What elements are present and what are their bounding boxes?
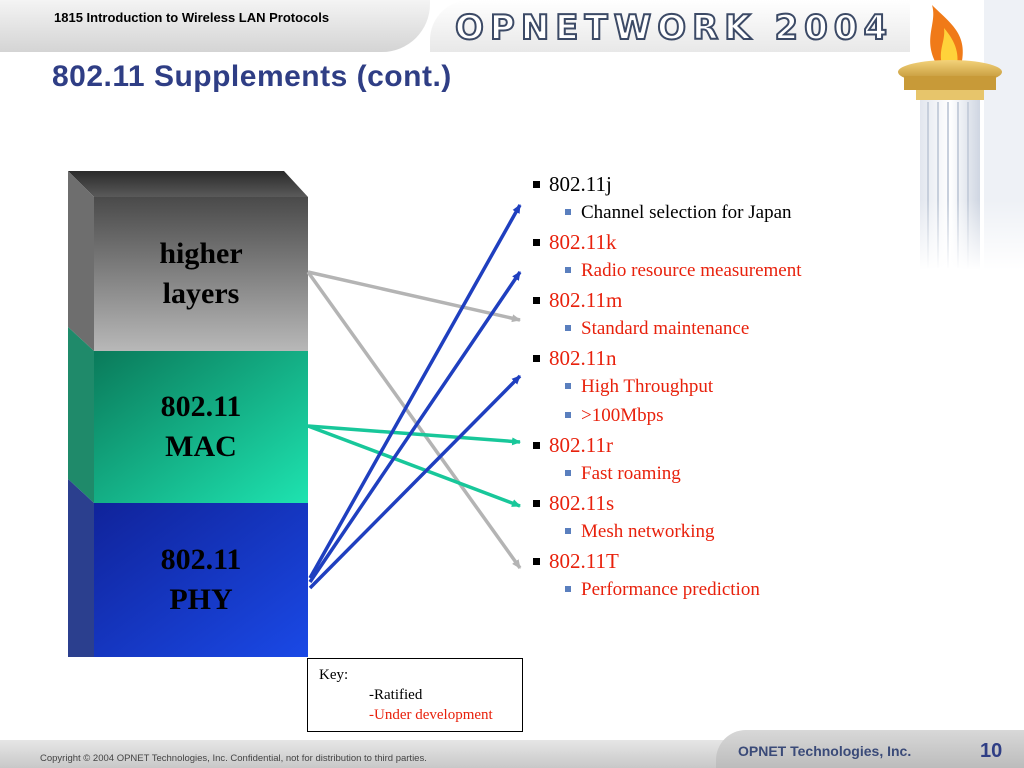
supplement-description-text: Fast roaming xyxy=(581,463,681,484)
supplement-label: 802.11m xyxy=(549,288,623,312)
supplement-description-text: High Throughput xyxy=(581,376,714,397)
copyright-notice: Copyright © 2004 OPNET Technologies, Inc… xyxy=(40,753,427,764)
mac-layer-line2: MAC xyxy=(165,430,237,463)
supplement-description-text: Standard maintenance xyxy=(581,318,750,339)
supplement-item: 802.11s xyxy=(533,491,614,516)
supplement-description-text: Radio resource measurement xyxy=(581,260,802,281)
bullet-square-icon xyxy=(533,180,540,188)
arrow-higher-to-11m xyxy=(307,270,521,323)
higher-layers-line2: layers xyxy=(162,277,240,310)
arrow-phy-to-11k xyxy=(308,271,522,583)
sub-bullet-square-icon xyxy=(565,382,571,389)
company-name: OPNET Technologies, Inc. xyxy=(738,743,912,759)
higher-layers-line1: higher xyxy=(159,237,243,270)
arrow-higher-to-11T xyxy=(306,270,522,570)
course-title: 1815 Introduction to Wireless LAN Protoc… xyxy=(54,10,330,25)
supplement-item: 802.11n xyxy=(533,346,616,371)
footer-tab xyxy=(716,730,1024,768)
phy-layer-line1: 802.11 xyxy=(160,543,242,576)
supplement-description-text: Performance prediction xyxy=(581,579,760,600)
supplement-label: 802.11r xyxy=(549,433,613,457)
sub-bullet-square-icon xyxy=(565,527,571,534)
torch-logo-icon xyxy=(898,0,1024,270)
supplement-description-text: Mesh networking xyxy=(581,521,715,542)
bullet-square-icon xyxy=(533,296,540,304)
supplement-description: Channel selection for Japan xyxy=(565,202,792,224)
supplement-description: High Throughput xyxy=(565,376,713,398)
page-number: 10 xyxy=(980,740,1003,762)
key-ratified: -Ratified xyxy=(369,687,423,703)
header-bar xyxy=(0,0,430,52)
bullet-square-icon xyxy=(533,238,540,246)
supplement-description: Performance prediction xyxy=(565,579,760,601)
supplement-label: 802.11s xyxy=(549,491,615,515)
supplement-label: 802.11k xyxy=(549,230,617,254)
brand-bar xyxy=(430,0,910,52)
supplement-label: 802.11j xyxy=(549,172,612,196)
phy-layer-line2: PHY xyxy=(169,583,233,616)
slide-title: 802.11 Supplements (cont.) xyxy=(52,60,452,93)
higher-layers-block: higher layers xyxy=(94,197,308,351)
supplement-description-text: >100Mbps xyxy=(581,405,664,426)
key-title: Key: xyxy=(319,667,349,683)
arrow-mac-to-11r xyxy=(307,424,521,446)
bullet-square-icon xyxy=(533,557,540,565)
supplement-description-text: Channel selection for Japan xyxy=(581,202,792,223)
supplement-description: Fast roaming xyxy=(565,463,681,485)
key-under-development: -Under development xyxy=(369,707,493,723)
brand-logo: OPNETWORK 2004 xyxy=(454,7,894,49)
arrow-mac-to-11s xyxy=(307,424,521,508)
sub-bullet-square-icon xyxy=(565,411,571,418)
supplement-description: Mesh networking xyxy=(565,521,715,543)
supplement-item: 802.11m xyxy=(533,288,622,313)
supplement-description: Radio resource measurement xyxy=(565,260,802,282)
supplement-label: 802.11n xyxy=(549,346,617,370)
supplement-description: Standard maintenance xyxy=(565,318,749,340)
stack-3d-shape xyxy=(68,171,308,657)
supplement-item: 802.11j xyxy=(533,172,612,197)
bullet-square-icon xyxy=(533,441,540,449)
supplement-item: 802.11r xyxy=(533,433,613,458)
sub-bullet-square-icon xyxy=(565,266,571,273)
sub-bullet-square-icon xyxy=(565,585,571,592)
arrow-phy-to-11j xyxy=(308,204,522,579)
supplement-description: >100Mbps xyxy=(565,405,664,427)
supplement-item: 802.11k xyxy=(533,230,616,255)
supplement-item: 802.11T xyxy=(533,549,619,574)
sub-bullet-square-icon xyxy=(565,469,571,476)
sub-bullet-square-icon xyxy=(565,208,571,215)
supplement-label: 802.11T xyxy=(549,549,619,573)
bullet-square-icon xyxy=(533,499,540,507)
sub-bullet-square-icon xyxy=(565,324,571,331)
bullet-square-icon xyxy=(533,354,540,362)
arrow-phy-to-11n xyxy=(308,374,522,590)
legend-key-box: Key: -Ratified -Under development xyxy=(307,658,523,732)
mac-layer-line1: 802.11 xyxy=(160,390,242,423)
